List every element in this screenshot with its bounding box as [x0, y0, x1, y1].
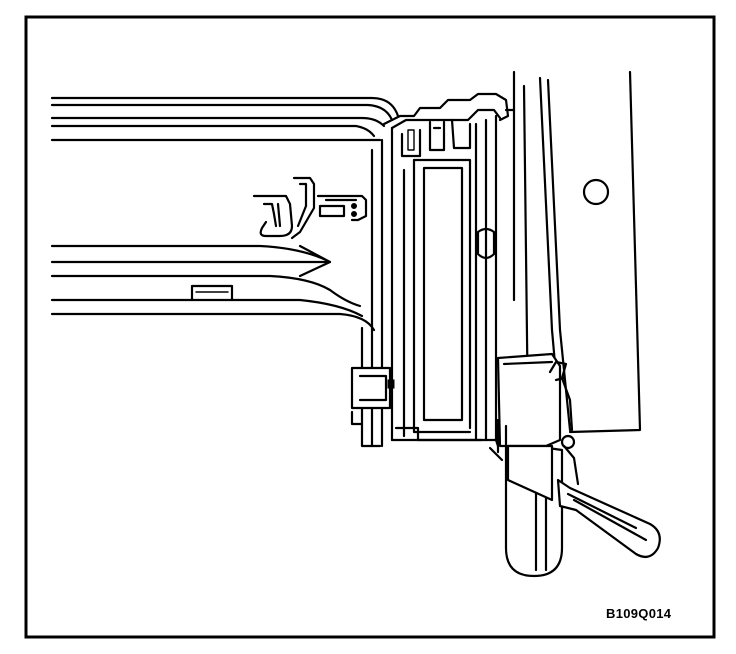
figure-id-label: B109Q014 [606, 606, 672, 621]
wire-clip [252, 176, 368, 240]
vertical-frame [350, 92, 510, 448]
handle-assembly [488, 352, 661, 578]
outer-border [24, 15, 716, 639]
